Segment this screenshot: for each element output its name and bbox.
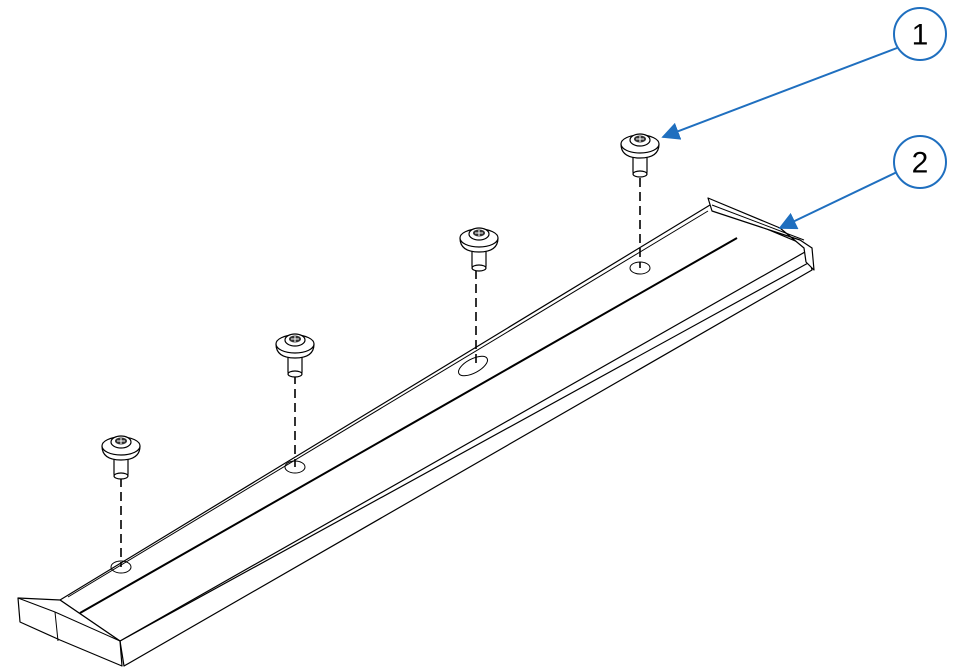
screw-1	[101, 435, 141, 480]
rail-side-face	[119, 261, 813, 667]
callout-1: 1	[661, 7, 947, 140]
rail-left-cap-line	[54, 611, 59, 642]
hole-1	[110, 560, 132, 574]
screw-4	[620, 133, 660, 178]
screws	[101, 133, 660, 480]
callout-1-circle	[893, 7, 947, 61]
callout-2-label: 2	[912, 147, 929, 180]
rail-left-cap-line-3	[54, 611, 121, 642]
rail-left-end-cap	[17, 597, 123, 667]
alignment-lines	[120, 178, 641, 567]
rail-right-end-cap	[707, 197, 815, 271]
callout-2-circle	[893, 135, 947, 189]
callout-1-leader	[661, 47, 898, 140]
rail-groove	[79, 237, 738, 614]
callout-2: 2	[778, 135, 947, 230]
rail-top-face	[59, 204, 813, 642]
screw-3	[459, 227, 499, 272]
rail-right-cap-line	[711, 204, 805, 241]
rail-part	[17, 197, 815, 667]
screw-2	[275, 333, 315, 378]
callout-1-label: 1	[912, 19, 929, 52]
rail-top-edge-line	[67, 210, 709, 598]
slot-hole-3	[457, 355, 489, 377]
callout-2-leader	[778, 171, 898, 230]
rail-left-cap-line-2	[17, 597, 56, 613]
